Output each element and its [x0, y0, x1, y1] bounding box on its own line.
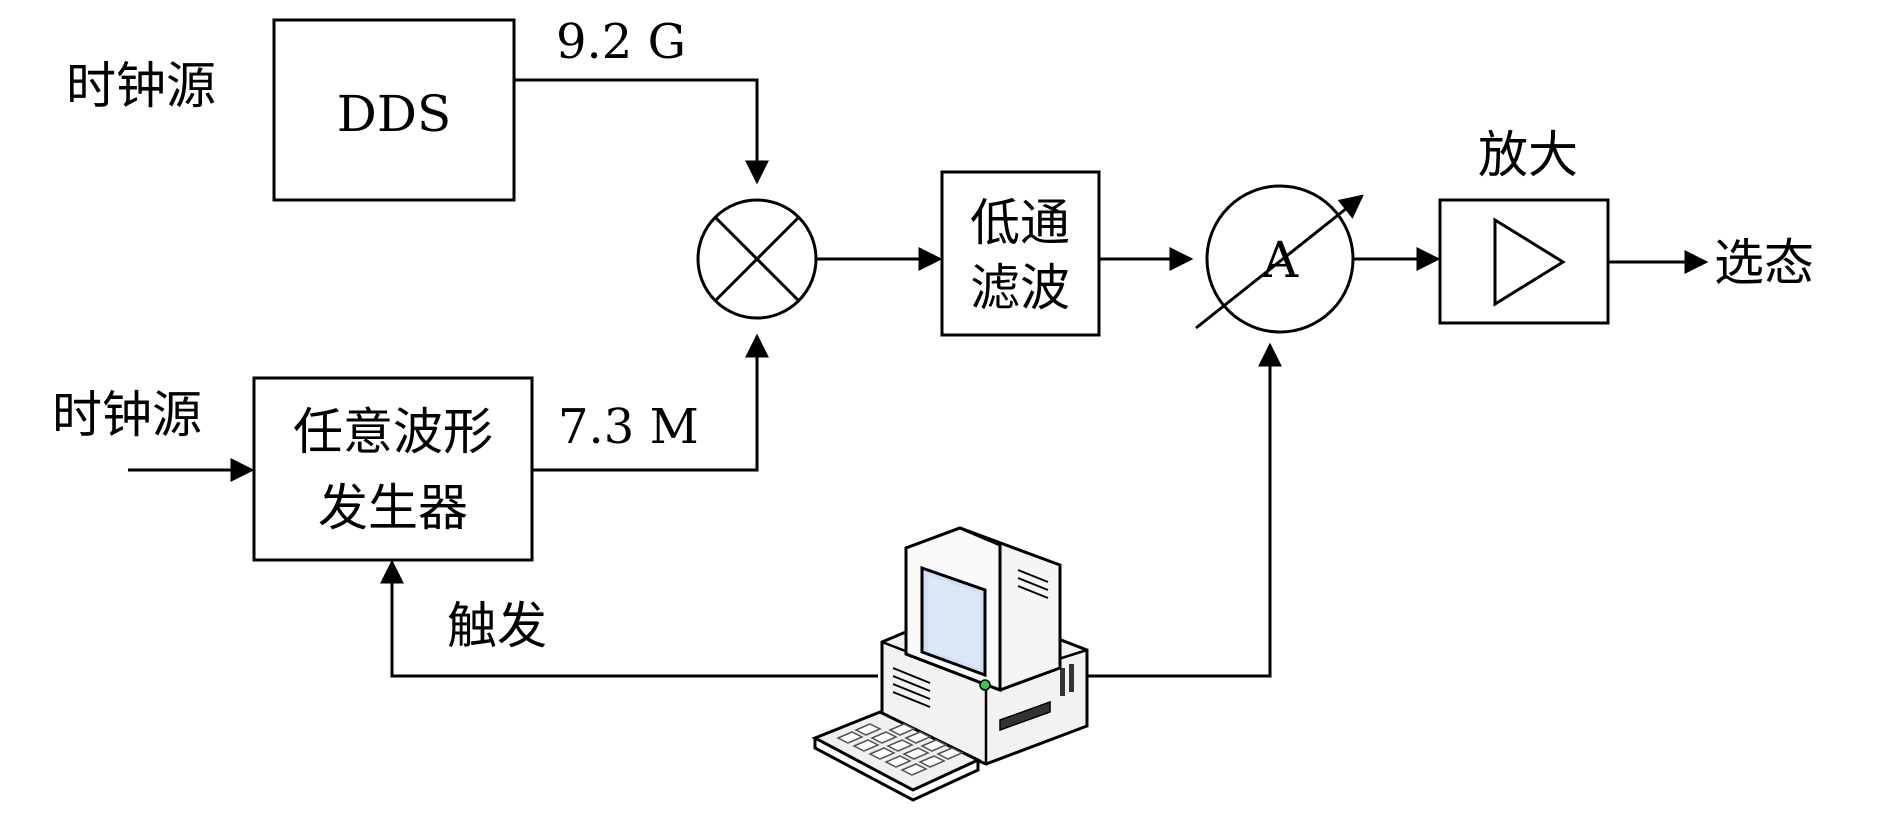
amplify-label: 放大: [1478, 126, 1578, 184]
variable-attenuator-icon: A: [1195, 184, 1364, 334]
trigger-label: 触发: [447, 597, 547, 655]
clock-source-top-label: 时钟源: [66, 57, 216, 115]
lowpass-filter-block: 低通 滤波: [940, 170, 1101, 337]
desktop-computer-icon: [811, 526, 1089, 802]
wire-dds-to-mixer: [514, 78, 769, 185]
select-state-label: 选态: [1714, 234, 1814, 292]
wire-computer-to-attenuator: [1087, 342, 1282, 678]
clock-source-bottom-label: 时钟源: [52, 386, 202, 444]
dds-block: DDS: [272, 18, 516, 202]
wire-computer-to-awg-trigger: [380, 559, 878, 678]
freq-top-label: 9.2 G: [556, 14, 686, 70]
awg-block: 任意波形 发生器: [252, 376, 534, 562]
lpf-label-line1: 低通: [970, 194, 1070, 252]
wire-awg-to-mixer: [532, 333, 769, 472]
amplifier-block: [1438, 198, 1610, 325]
lpf-label-line2: 滤波: [970, 259, 1070, 317]
awg-label-line2: 发生器: [318, 479, 468, 537]
mixer-circle-x-icon: [696, 198, 818, 320]
amplifier-triangle-icon: [1493, 217, 1566, 307]
freq-bottom-label: 7.3 M: [558, 399, 699, 455]
awg-label-line1: 任意波形: [293, 403, 493, 461]
attenuator-label: A: [1261, 231, 1299, 289]
dds-label: DDS: [337, 85, 451, 143]
